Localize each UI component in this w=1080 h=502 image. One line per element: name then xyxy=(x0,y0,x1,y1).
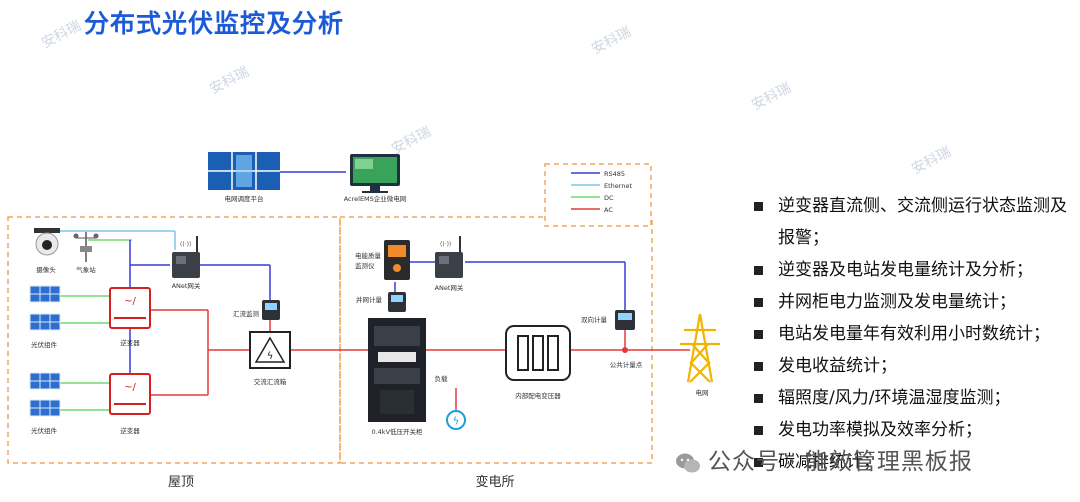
pv-array-2-label: 光伏组件 xyxy=(31,426,58,435)
anet-gateway-2-icon: ((·)) xyxy=(435,236,463,278)
feature-item: 发电收益统计； xyxy=(752,350,1080,382)
svg-text:~/: ~/ xyxy=(124,296,136,307)
transformer-icon xyxy=(505,325,571,381)
bidirectional-meter-label: 双向计量 xyxy=(581,315,608,324)
svg-text:ϟ: ϟ xyxy=(267,351,274,362)
power-quality-monitor-icon xyxy=(384,240,410,280)
bullet-icon xyxy=(754,394,763,403)
feature-item: 逆变器及电站发电量统计及分析； xyxy=(752,254,1080,286)
power-tower-icon xyxy=(680,313,720,383)
anet-gateway-1-label: ANet网关 xyxy=(172,281,201,290)
bullet-icon xyxy=(754,298,763,307)
ems-monitor-icon xyxy=(350,154,400,193)
power-quality-label: 电能质量监测仪 xyxy=(355,251,382,270)
substation-zone xyxy=(339,216,653,464)
load-icon: ϟ xyxy=(446,410,466,430)
substation-zone-label: 变电所 xyxy=(475,474,514,490)
transformer-label: 内部配电变压器 xyxy=(515,391,561,400)
bullet-icon xyxy=(754,266,763,275)
bullet-icon xyxy=(754,362,763,371)
pv-panel-array-1-icon xyxy=(29,285,61,331)
svg-text:((·)): ((·)) xyxy=(180,241,191,248)
power-grid-label: 电网 xyxy=(696,388,709,397)
pcc-point xyxy=(622,347,628,353)
page-title: 分布式光伏监控及分析 xyxy=(84,9,345,38)
legend-ac: AC xyxy=(604,206,613,214)
pv-array-1-label: 光伏组件 xyxy=(31,340,58,349)
bullet-icon xyxy=(754,426,763,435)
ac-combiner-box-icon: ϟ xyxy=(249,331,291,369)
bidirectional-meter-icon xyxy=(615,310,635,330)
load-label: 负载 xyxy=(435,374,449,383)
feature-list: 逆变器直流侧、交流侧运行状态监测及报警； 逆变器及电站发电量统计及分析； 并网柜… xyxy=(752,190,1080,478)
switch-cabinet-icon xyxy=(368,318,426,422)
combiner-meter-icon xyxy=(262,300,280,320)
weather-station-icon xyxy=(73,232,99,262)
switch-cabinet-label: 0.4kV低压开关柜 xyxy=(371,427,423,436)
inverter-2-icon: ~/ xyxy=(109,373,151,415)
grid-dispatch-video-wall-icon xyxy=(208,152,280,190)
ac-combiner-label: 交流汇流箱 xyxy=(254,377,287,386)
combiner-meter-label: 汇流监测 xyxy=(233,309,260,318)
legend-ethernet: Ethernet xyxy=(604,182,632,190)
inverter-1-icon: ~/ xyxy=(109,287,151,329)
inverter-2-label: 逆变器 xyxy=(120,426,140,435)
pv-panel-array-2-icon xyxy=(29,372,61,417)
weather-station-label: 气象站 xyxy=(76,265,96,274)
wechat-icon xyxy=(676,453,700,473)
svg-text:ϟ: ϟ xyxy=(453,416,460,427)
legend-dc: DC xyxy=(604,194,614,202)
bullet-icon xyxy=(754,458,763,467)
camera-label: 摄像头 xyxy=(36,265,56,274)
legend-rs485: RS485 xyxy=(604,170,625,178)
grid-meter-label: 并网计量 xyxy=(356,295,383,304)
grid-meter-icon xyxy=(388,292,406,312)
footer-brand: 公众号 · 能效管理黑板报 xyxy=(708,449,973,475)
feature-item: 并网柜电力监测及发电量统计； xyxy=(752,286,1080,318)
feature-item: 辐照度/风力/环境温湿度监测； xyxy=(752,382,1080,414)
svg-text:((·)): ((·)) xyxy=(440,241,451,248)
pcc-label: 公共计量点 xyxy=(610,360,643,369)
feature-item: 碳减排统计； xyxy=(752,446,1080,478)
anet-gateway-1-icon: ((·)) xyxy=(172,236,200,278)
camera-icon xyxy=(34,228,60,256)
ems-platform-label: AcrelEMS企业微电网 xyxy=(344,194,407,203)
bullet-icon xyxy=(754,330,763,339)
svg-text:~/: ~/ xyxy=(124,382,136,393)
feature-item: 发电功率模拟及效率分析； xyxy=(752,414,1080,446)
inverter-1-label: 逆变器 xyxy=(120,338,140,347)
legend-box xyxy=(544,163,652,227)
feature-item: 电站发电量年有效利用小时数统计； xyxy=(752,318,1080,350)
legend: RS485 Ethernet DC AC xyxy=(571,170,632,214)
roof-zone-label: 屋顶 xyxy=(168,475,194,490)
feature-item: 逆变器直流侧、交流侧运行状态监测及报警； xyxy=(752,190,1080,254)
anet-gateway-2-label: ANet网关 xyxy=(435,283,464,292)
grid-dispatch-label: 电网调度平台 xyxy=(225,194,264,203)
bullet-icon xyxy=(754,202,763,211)
